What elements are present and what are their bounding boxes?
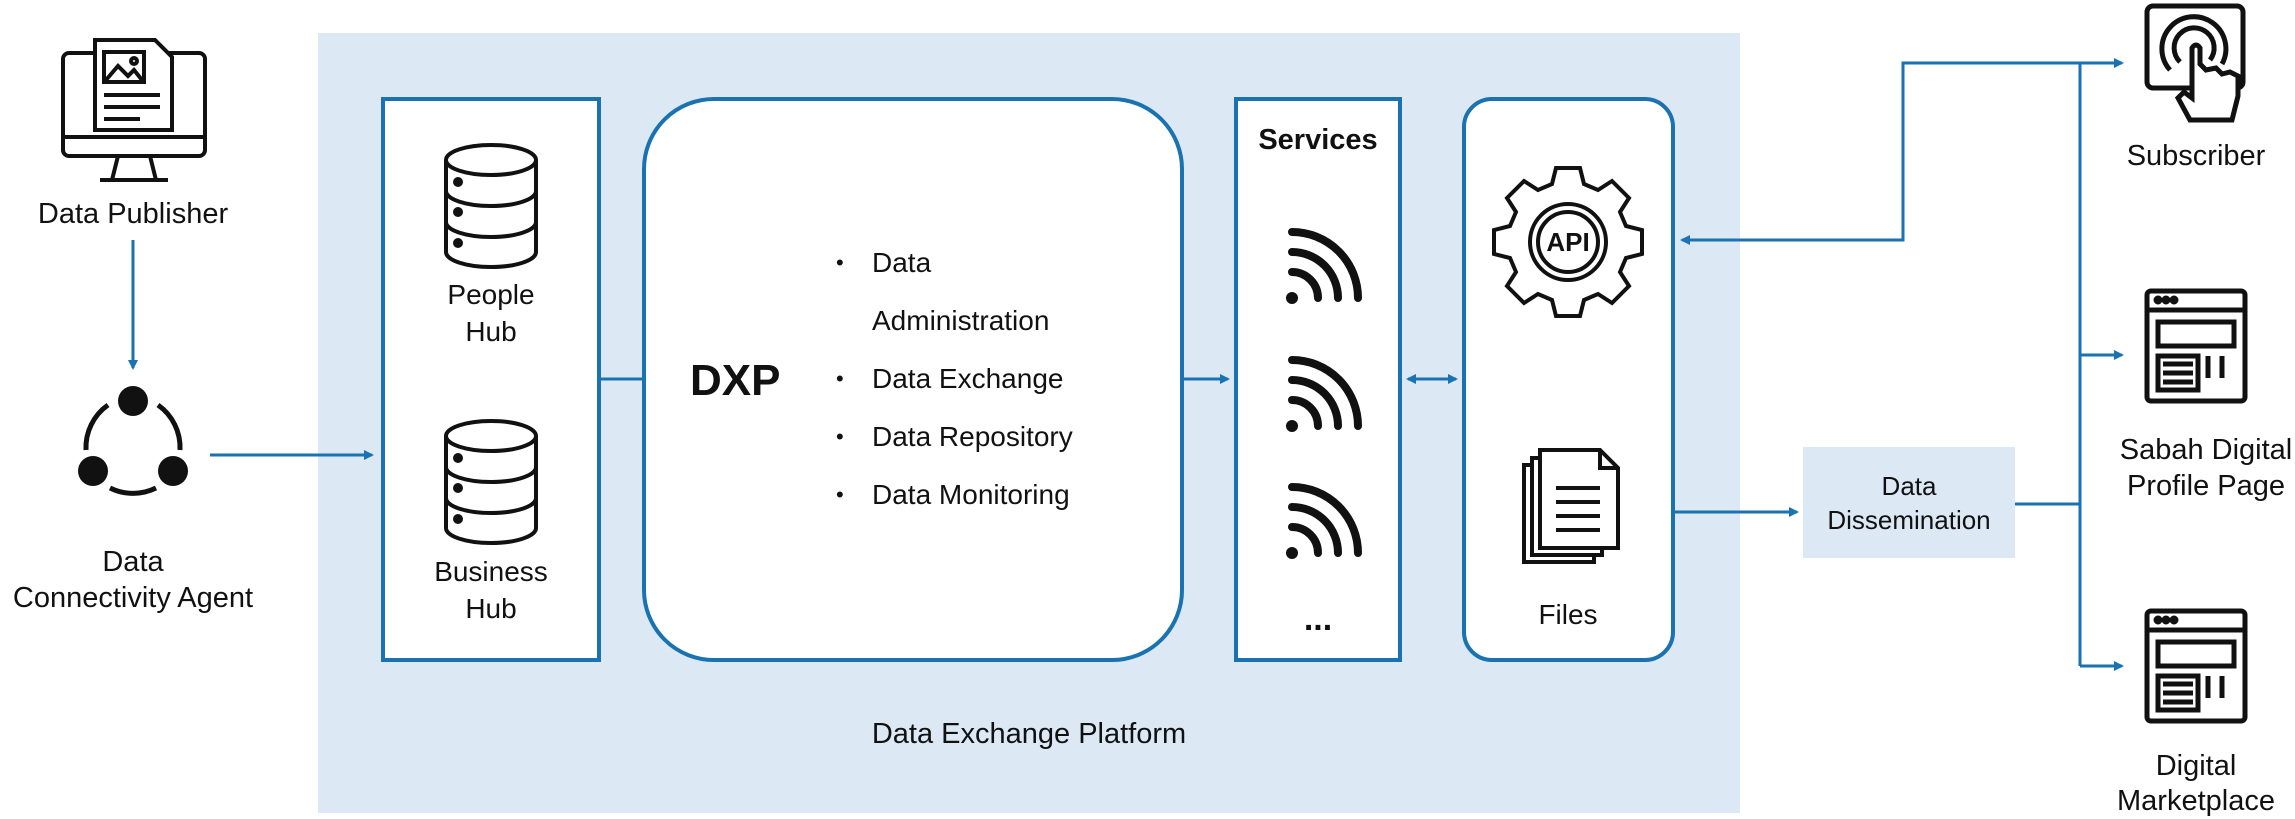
monitor-document-icon: [61, 38, 207, 182]
dxp-item: Data Repository: [836, 408, 1132, 466]
business-hub-label-line1: Business: [434, 556, 548, 587]
platform-label: Data Exchange Platform: [871, 718, 1187, 750]
dissemination-label-line1: Data: [1881, 471, 1937, 501]
marketplace-label-line2: Marketplace: [2117, 785, 2275, 817]
signal-icon: [1286, 356, 1362, 432]
services-title: Services: [1258, 124, 1378, 156]
network-nodes-icon: [78, 386, 188, 496]
data-publisher-label: Data Publisher: [37, 198, 229, 230]
agent-label-line2: Connectivity Agent: [12, 582, 254, 614]
dxp-item: Data Exchange: [836, 350, 1132, 408]
browser-window-icon: [2144, 608, 2248, 724]
database-icon: [444, 143, 538, 269]
subscriber-to-api-arrow: [1680, 61, 2118, 245]
dxp-item-list: Data Administration Data Exchange Data R…: [836, 234, 1132, 524]
api-label: API: [1546, 227, 1590, 257]
data-dissemination-box: [1803, 447, 2015, 558]
files-icon: [1522, 448, 1620, 564]
business-hub-label-line2: Hub: [465, 593, 517, 624]
signal-icon: [1286, 228, 1362, 304]
touch-screen-icon: [2144, 3, 2246, 123]
dxp-item: Data Monitoring: [836, 466, 1132, 524]
people-hub-label-line1: People: [447, 279, 535, 310]
dissemination-label-line2: Dissemination: [1827, 505, 1991, 535]
marketplace-label-line1: Digital: [2155, 750, 2237, 782]
sabah-label-line2: Profile Page: [2127, 470, 2285, 502]
api-files-box: [1462, 97, 1675, 662]
services-box: [1234, 97, 1402, 662]
files-label: Files: [1538, 599, 1598, 630]
dxp-item: Data Administration: [836, 234, 1092, 350]
people-hub-label-line2: Hub: [465, 316, 517, 347]
agent-label-line1: Data: [102, 546, 164, 578]
sabah-label-line1: Sabah Digital: [2119, 434, 2293, 466]
dxp-title: DXP: [690, 356, 781, 405]
subscriber-label: Subscriber: [2126, 140, 2266, 172]
api-gear-icon: [1492, 166, 1644, 318]
signal-icon: [1286, 483, 1362, 559]
services-more-label: ...: [1303, 600, 1333, 638]
database-icon: [444, 419, 538, 545]
browser-window-icon: [2144, 288, 2248, 404]
